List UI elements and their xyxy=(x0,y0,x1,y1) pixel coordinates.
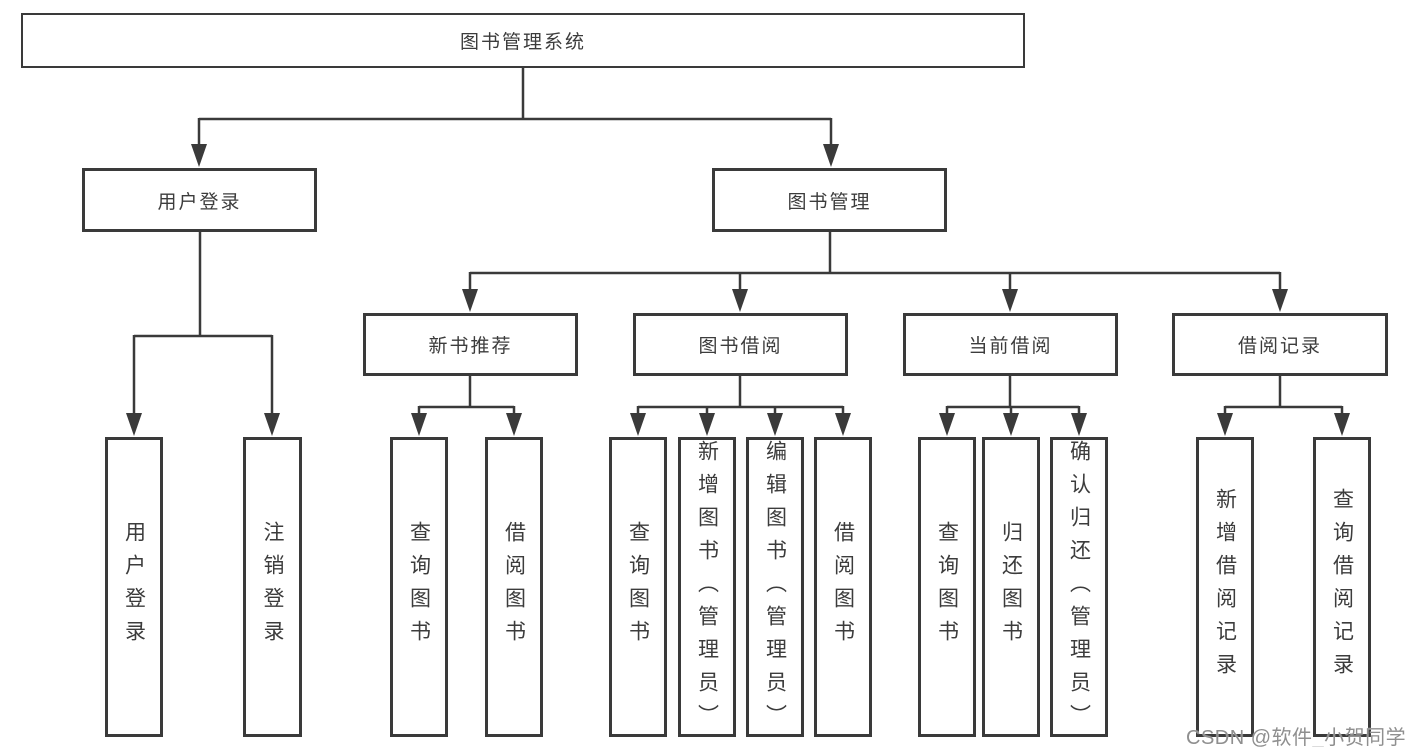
node-label: 当前借阅 xyxy=(968,336,1053,357)
node-label: 借阅图书 xyxy=(831,521,855,653)
node-label: 借阅记录 xyxy=(1237,336,1322,357)
leaf-query-borrow-record: 查询借阅记录 xyxy=(1313,437,1371,737)
node-label: 查询图书 xyxy=(407,521,431,653)
csdn-watermark: CSDN @软件_小贺同学 xyxy=(1186,727,1405,747)
node-label: 查询图书 xyxy=(626,521,650,653)
node-label: 图书管理 xyxy=(787,191,872,213)
node-label: 图书管理系统 xyxy=(459,32,586,53)
leaf-logout: 注销登录 xyxy=(243,437,302,737)
node-root-system: 图书管理系统 xyxy=(21,13,1025,68)
leaf-add-books-admin: 新增图书（管理员） xyxy=(678,437,736,737)
leaf-return-books: 归还图书 xyxy=(982,437,1040,737)
leaf-borrow-books-recommend: 借阅图书 xyxy=(485,437,543,737)
leaf-query-books: 查询图书 xyxy=(609,437,667,737)
node-label: 借阅图书 xyxy=(502,521,526,653)
leaf-edit-books-admin: 编辑图书（管理员） xyxy=(746,437,804,737)
node-user-login: 用户登录 xyxy=(82,168,317,232)
node-label: 归还图书 xyxy=(999,521,1023,653)
leaf-add-borrow-record: 新增借阅记录 xyxy=(1196,437,1254,737)
node-label: 用户登录 xyxy=(157,191,242,213)
node-label: 注销登录 xyxy=(261,521,284,653)
leaf-query-books-current: 查询图书 xyxy=(918,437,976,737)
node-label: 确认归还（管理员） xyxy=(1067,440,1091,737)
node-label: 用户登录 xyxy=(122,521,146,653)
leaf-confirm-return-admin: 确认归还（管理员） xyxy=(1050,437,1108,737)
node-label: 新增图书（管理员） xyxy=(695,440,719,737)
node-label: 新增借阅记录 xyxy=(1213,488,1237,686)
leaf-borrow-books: 借阅图书 xyxy=(814,437,872,737)
node-label: 图书借阅 xyxy=(698,336,783,357)
node-current-borrow: 当前借阅 xyxy=(903,313,1118,376)
node-label: 查询图书 xyxy=(935,521,959,653)
node-label: 查询借阅记录 xyxy=(1330,488,1354,686)
leaf-query-books-recommend: 查询图书 xyxy=(390,437,448,737)
node-label: 编辑图书（管理员） xyxy=(763,440,787,737)
node-borrow-records: 借阅记录 xyxy=(1172,313,1388,376)
node-book-management: 图书管理 xyxy=(712,168,947,232)
leaf-user-login: 用户登录 xyxy=(105,437,163,737)
node-label: 新书推荐 xyxy=(428,336,513,357)
node-book-borrow: 图书借阅 xyxy=(633,313,848,376)
node-new-book-recommend: 新书推荐 xyxy=(363,313,578,376)
